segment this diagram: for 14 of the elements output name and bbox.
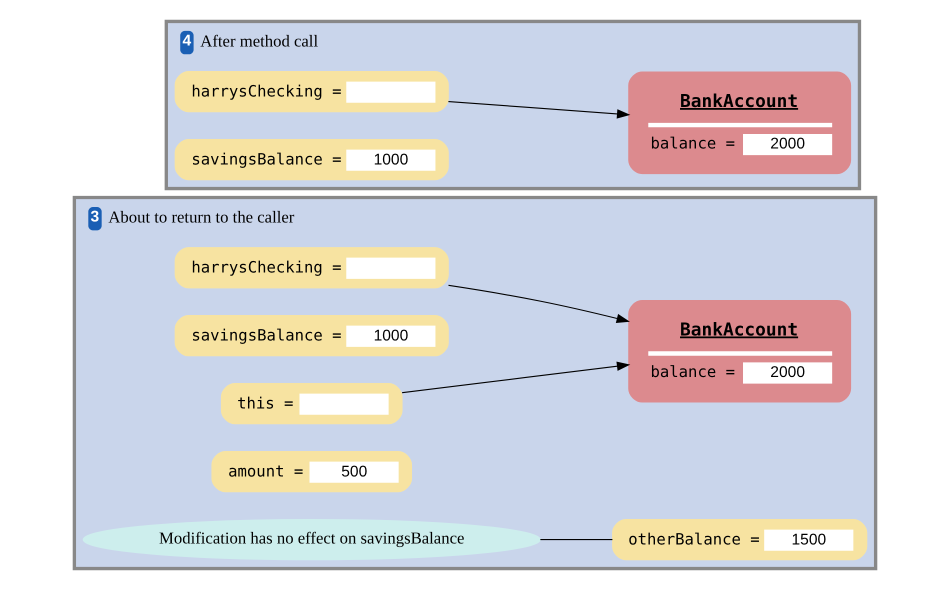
node-box: harrysChecking = bbox=[174, 71, 449, 112]
node-ellipse: Modification has no effect on savingsBalance bbox=[82, 519, 541, 560]
node-box: this = bbox=[220, 383, 403, 424]
node-box: amount = 500 bbox=[211, 451, 412, 492]
node-box: savingsBalance = 1000 bbox=[174, 138, 449, 180]
arrow bbox=[448, 284, 630, 323]
connector bbox=[540, 539, 612, 540]
node-box: otherBalance = 1500 bbox=[612, 519, 868, 560]
arrow bbox=[402, 362, 630, 394]
node-box: BankAccount balance = 2000 bbox=[628, 72, 852, 174]
node-box: harrysChecking = bbox=[174, 247, 449, 288]
node-box: BankAccount balance = 2000 bbox=[628, 300, 852, 403]
arrow bbox=[448, 101, 630, 119]
node-box: savingsBalance = 1000 bbox=[174, 315, 449, 356]
